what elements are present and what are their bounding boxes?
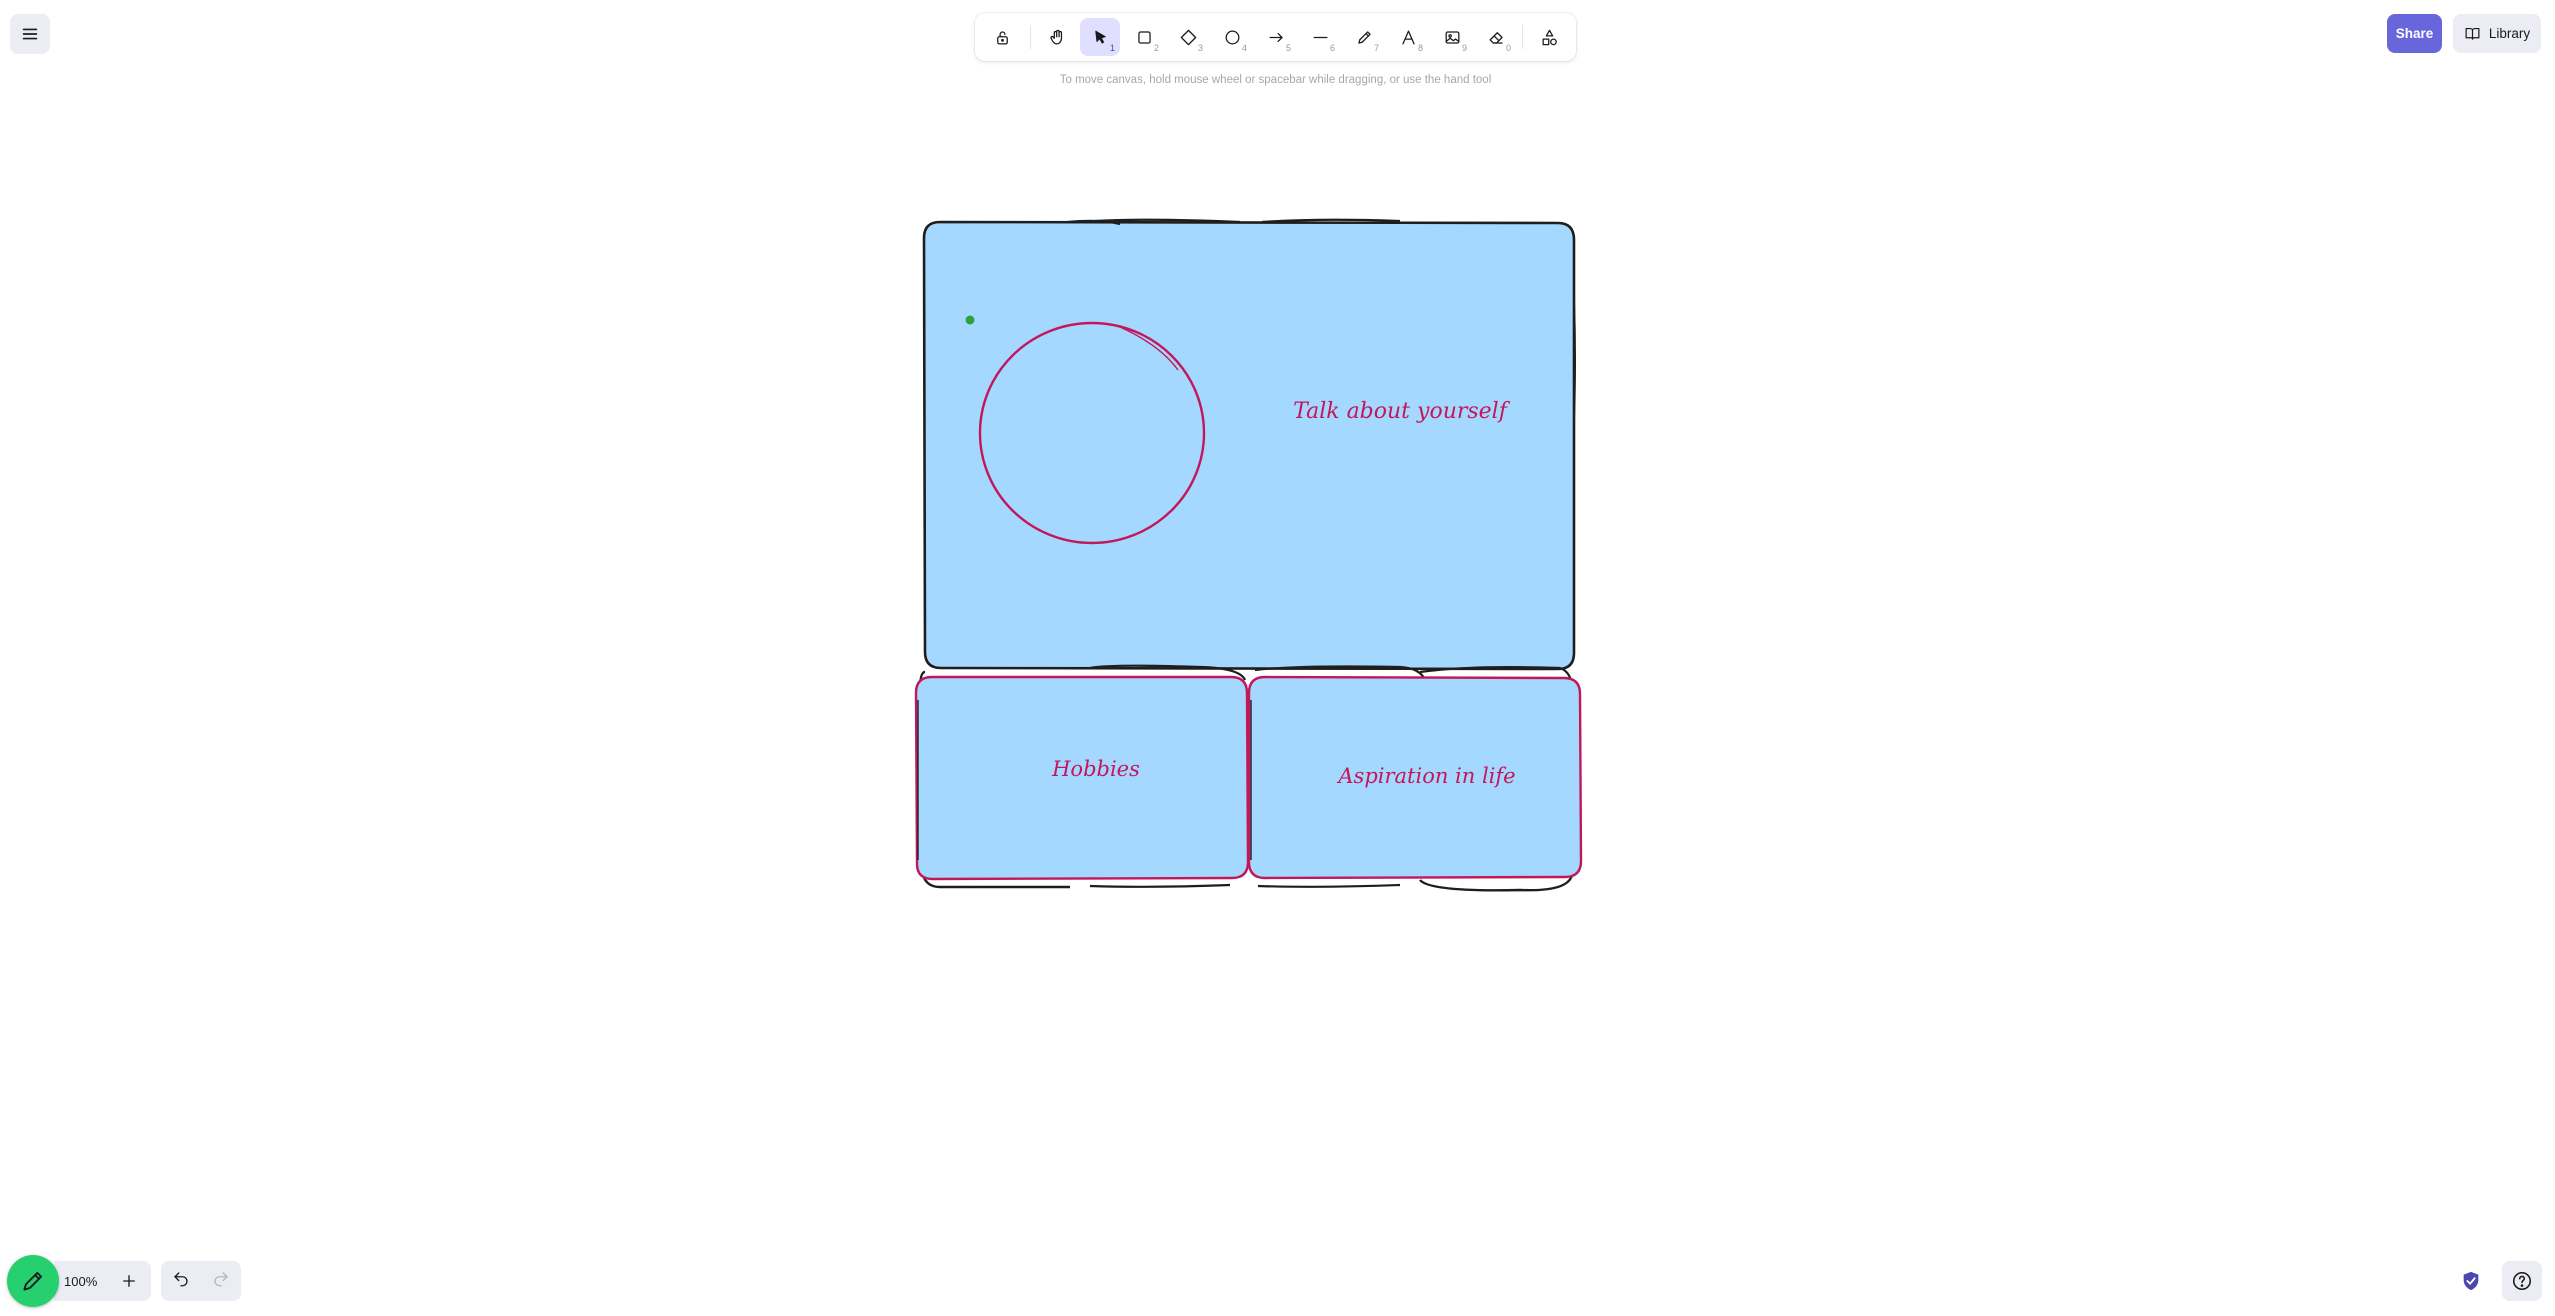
tool-draw[interactable]: 7 [1344, 18, 1384, 56]
pencil-icon [1357, 30, 1371, 44]
eraser-icon [1489, 31, 1503, 44]
about-text[interactable]: Talk about yourself [1293, 399, 1511, 424]
zoom-reset-button[interactable]: 100% [64, 1273, 98, 1289]
redo-button[interactable] [212, 1270, 230, 1293]
rectangle-icon [1137, 30, 1151, 44]
history-controls [161, 1261, 241, 1301]
library-label: Library [2488, 26, 2531, 41]
shapes-toolbar: 1 2 3 4 5 6 7 8 9 0 [975, 13, 1576, 61]
diamond-icon [1180, 29, 1196, 45]
image-icon [1445, 30, 1459, 44]
help-icon [2512, 1271, 2532, 1291]
hand-icon [1049, 29, 1062, 44]
shield-check-icon[interactable] [2460, 1270, 2482, 1292]
tool-key: 8 [1417, 43, 1423, 53]
tool-lock[interactable] [982, 18, 1022, 56]
plus-icon [123, 1275, 135, 1287]
share-button[interactable]: Share [2387, 14, 2442, 53]
hamburger-icon [22, 28, 38, 40]
undo-button[interactable] [172, 1270, 190, 1293]
tool-key: 7 [1373, 43, 1379, 53]
photo-circle[interactable] [978, 321, 1206, 545]
tool-selection[interactable]: 1 [1080, 18, 1120, 56]
book-icon [2465, 27, 2480, 40]
tool-text[interactable]: 8 [1388, 18, 1428, 56]
tool-key: 6 [1329, 43, 1335, 53]
zoom-controls: 100% [54, 1261, 151, 1301]
pointer-icon [1094, 30, 1106, 44]
pencil-icon [23, 1271, 43, 1291]
pen-mode-button[interactable] [7, 1255, 59, 1307]
tool-key: 9 [1461, 43, 1467, 53]
ellipse-icon [1225, 30, 1239, 44]
tool-diamond[interactable]: 3 [1168, 18, 1208, 56]
tool-key: 4 [1241, 43, 1247, 53]
tool-eraser[interactable]: 0 [1476, 18, 1516, 56]
tool-key: 5 [1285, 43, 1291, 53]
green-dot[interactable] [965, 315, 975, 325]
main-menu-button[interactable] [10, 14, 50, 54]
lock-open-icon [996, 30, 1008, 44]
about-card[interactable] [922, 218, 1576, 671]
tool-key: 2 [1153, 43, 1159, 53]
arrow-icon [1269, 32, 1283, 42]
hobbies-card[interactable]: Hobbies [914, 675, 1250, 881]
library-button[interactable]: Library [2453, 14, 2541, 53]
hobbies-text[interactable]: Hobbies [1051, 757, 1140, 781]
tool-more-shapes[interactable] [1529, 18, 1569, 56]
text-icon [1401, 30, 1415, 44]
tool-key: 1 [1109, 43, 1115, 53]
zoom-in-button[interactable] [116, 1268, 142, 1294]
tool-key: 3 [1197, 43, 1203, 53]
tool-hand[interactable] [1037, 18, 1077, 56]
line-icon [1313, 36, 1327, 38]
aspiration-card[interactable]: Aspiration in life [1247, 675, 1583, 880]
redo-icon [214, 1271, 228, 1286]
help-button[interactable] [2502, 1261, 2542, 1301]
tool-key: 0 [1505, 43, 1511, 53]
aspiration-text[interactable]: Aspiration in life [1336, 764, 1515, 788]
tool-ellipse[interactable]: 4 [1212, 18, 1252, 56]
tool-arrow[interactable]: 5 [1256, 18, 1296, 56]
tool-rectangle[interactable]: 2 [1124, 18, 1164, 56]
shapes-icon [1542, 29, 1557, 45]
undo-icon [174, 1271, 188, 1286]
canvas-hint: To move canvas, hold mouse wheel or spac… [1059, 74, 1492, 86]
tool-line[interactable]: 6 [1300, 18, 1340, 56]
tool-image[interactable]: 9 [1432, 18, 1472, 56]
